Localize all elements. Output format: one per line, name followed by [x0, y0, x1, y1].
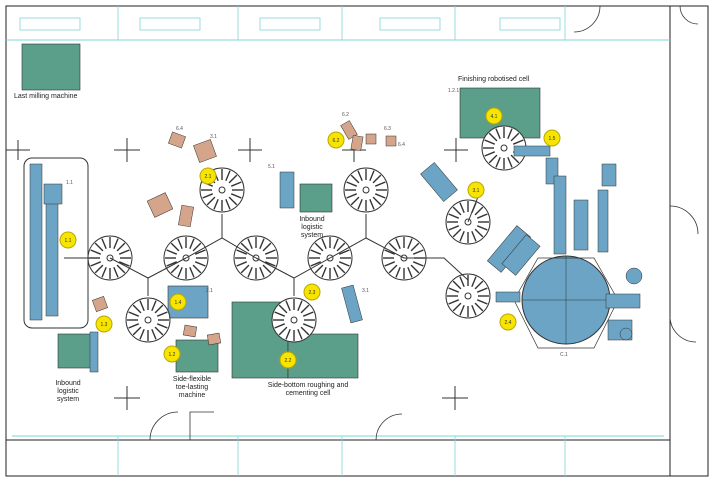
inbound-logistic-left: [57, 333, 95, 369]
finishing-cell-label: Finishing robotised cell: [458, 76, 530, 83]
building-walls: [5, 5, 709, 477]
station-badge: 1.4: [169, 293, 187, 311]
doors: [149, 5, 699, 441]
station-badge: 3.1: [467, 181, 485, 199]
station-badge-text: 1.3: [101, 322, 108, 328]
station-badge: 4.1: [485, 107, 503, 125]
tag-4: 6.2: [342, 112, 349, 118]
station-badge: 1.3: [95, 315, 113, 333]
side-bottom-label: Side-bottom roughing and cementing cell: [267, 382, 349, 397]
inbound-left-label: Inbound logistic system: [55, 380, 81, 403]
station-badge-text: 1.4: [175, 300, 182, 306]
column-markers: [6, 138, 468, 410]
link-lines: [64, 191, 481, 296]
station-badge: 2.1: [199, 167, 217, 185]
tag-2: 6.4: [176, 126, 183, 132]
inbound-top-label: Inbound logistic system: [299, 216, 325, 239]
station-badge-text: 2.2: [285, 358, 292, 364]
toe-lasting-lower: [175, 339, 219, 373]
station-badge-text: 4.1: [491, 114, 498, 120]
tag-7: 6.4: [398, 142, 405, 148]
station-badges: 1.1 2.1 2.2 1.3 1.4 2.3 1.2 6.2 3.1 1.5 4.1 2.4: [59, 107, 561, 369]
station-badge: 1.5: [543, 129, 561, 147]
station-badge: 1.2: [163, 345, 181, 363]
tag-9: C.1: [560, 352, 568, 358]
station-badge: 2.3: [303, 283, 321, 301]
tag-6: 6.3: [384, 126, 391, 132]
station-badge: 2.2: [279, 351, 297, 369]
rotary-station: [445, 273, 491, 319]
tag-3: 3.1: [210, 134, 217, 140]
inbound-top-feeder: [279, 171, 295, 209]
tag-11: 2.1: [206, 288, 213, 294]
station-badge: 6.2: [327, 131, 345, 149]
grid-lines: [19, 6, 566, 476]
station-badge-text: 1.1: [65, 238, 72, 244]
inbound-logistic-top: [299, 183, 333, 213]
side-flexible-label: Side-flexible toe-lasting machine: [172, 376, 212, 399]
tag-10: 3.1: [362, 288, 369, 294]
station-badge-text: 2.4: [505, 320, 512, 326]
station-badge-text: 2.3: [309, 290, 316, 296]
station-badge-text: 1.2: [169, 352, 176, 358]
station-badge-text: 6.2: [333, 138, 340, 144]
station-badge-text: 3.1: [473, 188, 480, 194]
inbound-left-feeder: [89, 331, 99, 373]
station-badge-text: 2.1: [205, 174, 212, 180]
left-conveyor: [23, 157, 89, 329]
tag-5: 5.1: [268, 164, 275, 170]
tan-machines: [91, 120, 397, 346]
right-equipment: [341, 145, 643, 341]
last-milling-machine: [21, 43, 81, 91]
rotary-station: [125, 297, 171, 343]
last-milling-label: Last milling machine: [14, 93, 78, 100]
station-badge-text: 1.5: [549, 136, 556, 142]
station-badge: 2.4: [499, 313, 517, 331]
main-turntable: [513, 255, 619, 349]
rotary-station: [343, 167, 389, 213]
rotary-station: [271, 297, 317, 343]
tag-8: 1.2.1: [448, 88, 460, 94]
station-badge: 1.1: [59, 231, 77, 249]
rotary-station: [233, 235, 279, 281]
tag-1: 1.1: [66, 180, 73, 186]
